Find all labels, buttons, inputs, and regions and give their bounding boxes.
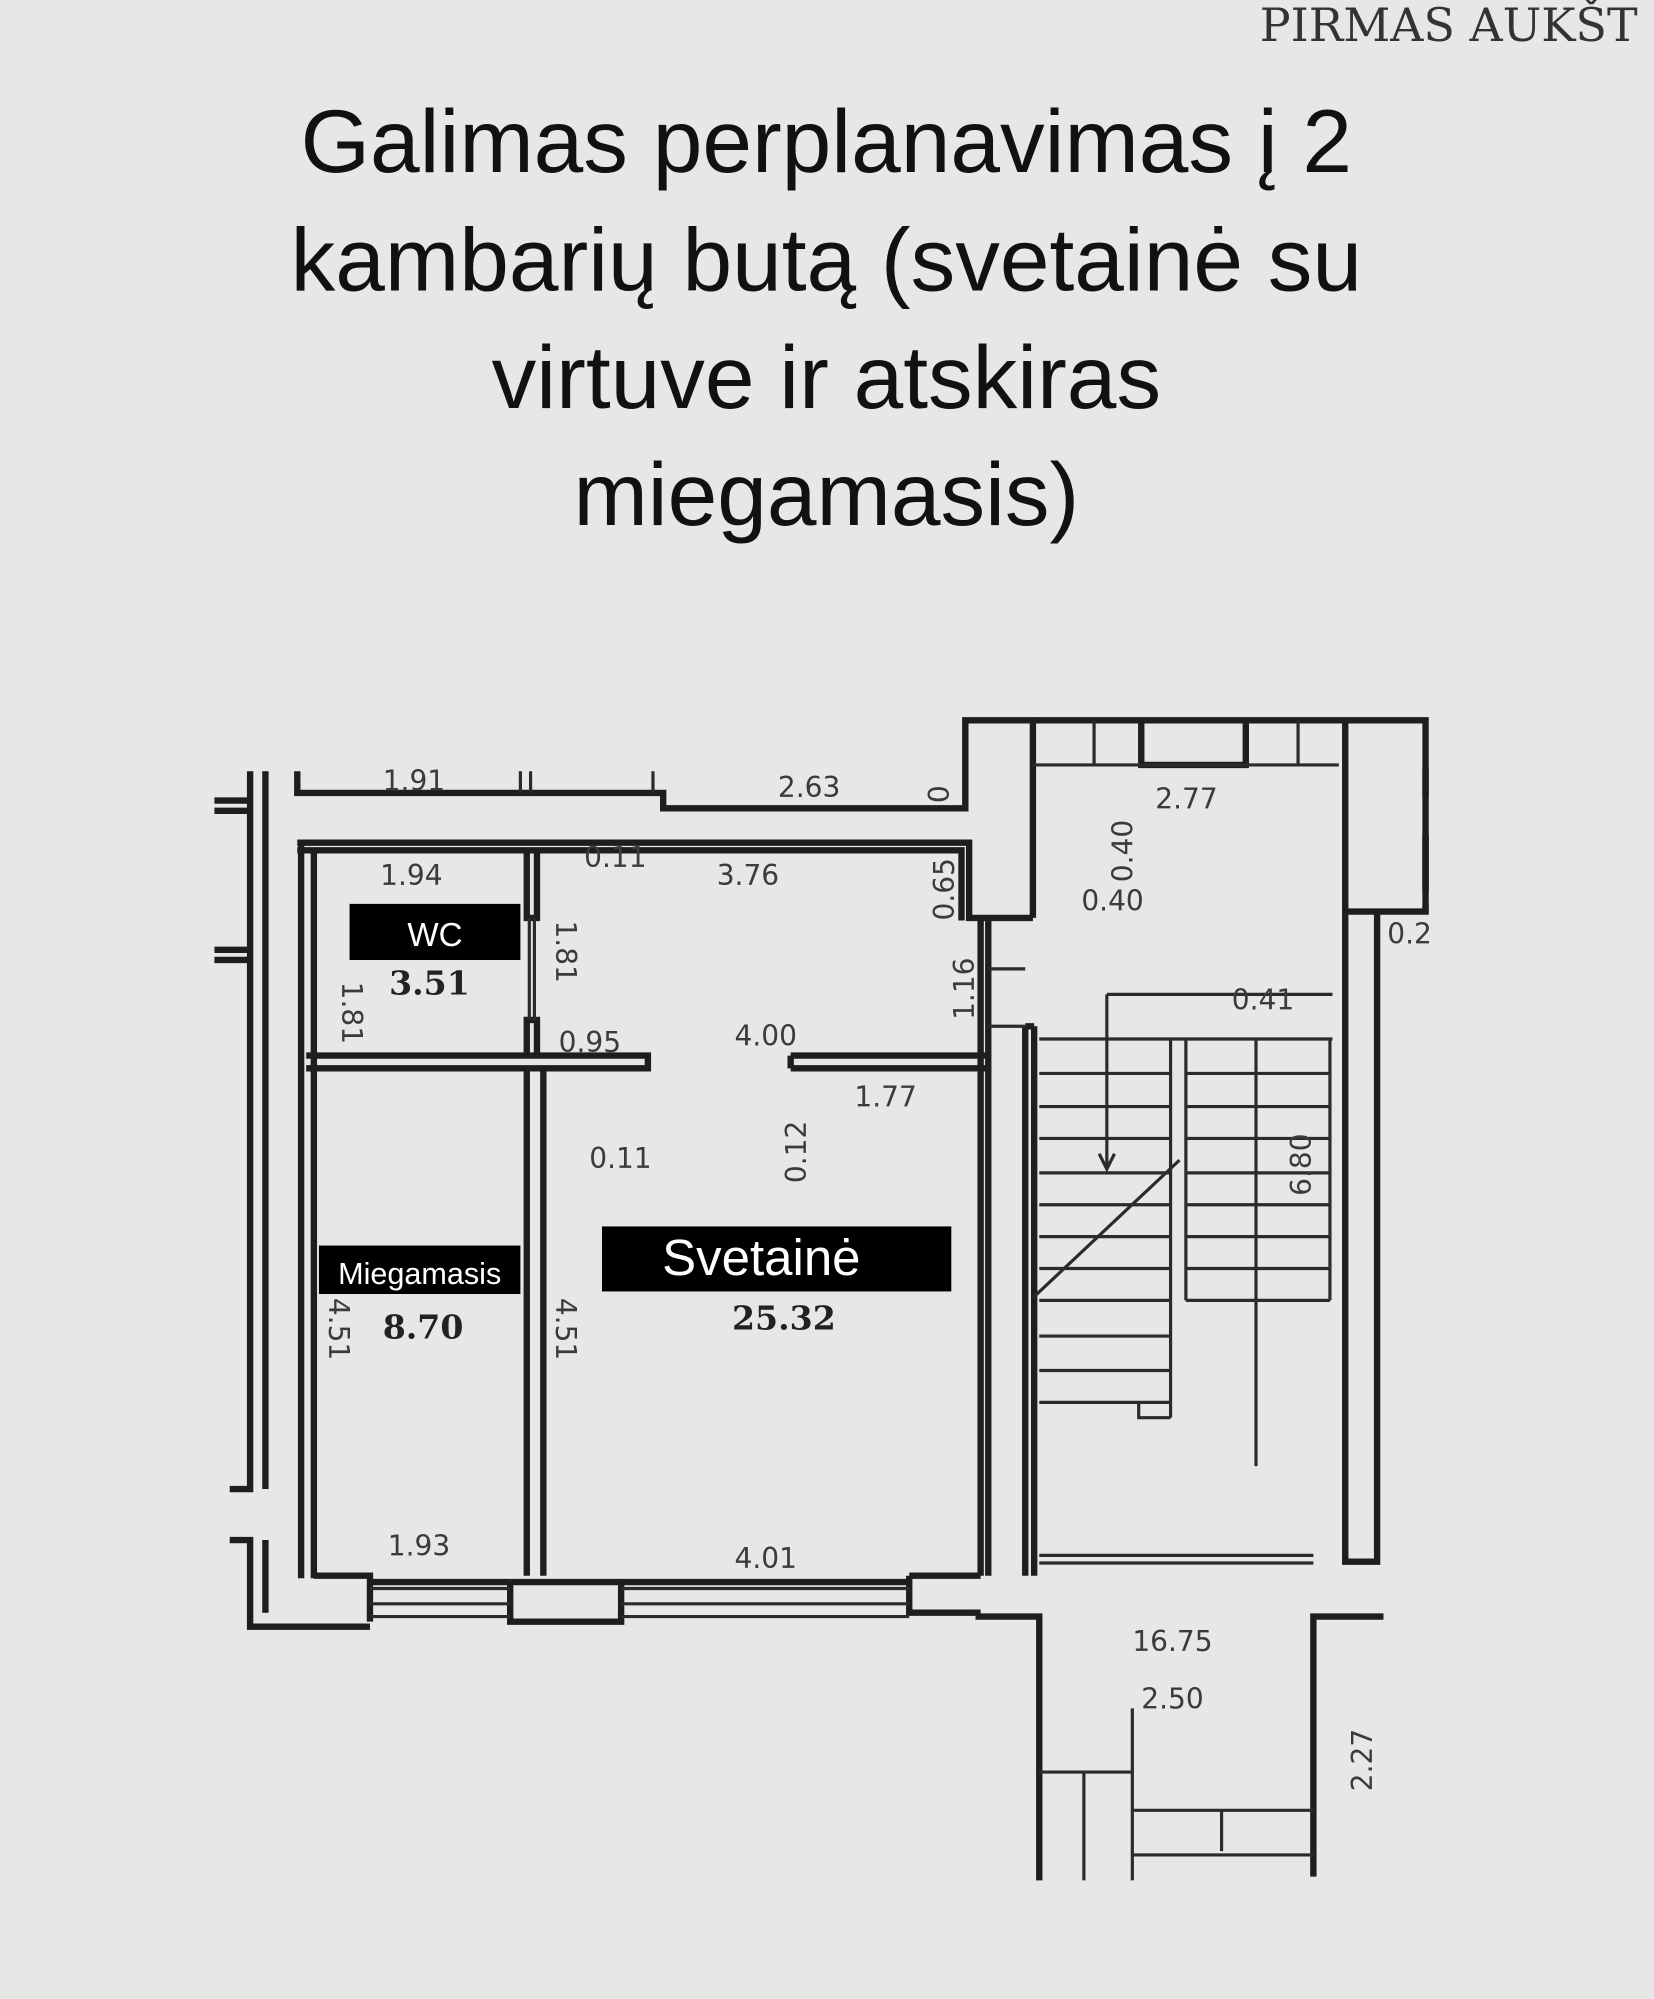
living-label-box — [601, 1226, 952, 1292]
living-label: Svetainė — [662, 1229, 860, 1286]
dim-400: 4.00 — [735, 1019, 797, 1052]
title-line-4: miegamasis) — [573, 444, 1079, 544]
dim-wall-011-mid: 0.11 — [589, 1142, 651, 1175]
dim-stair-040-v: 0.40 — [1106, 820, 1139, 882]
dim-012: 0.12 — [780, 1121, 813, 1183]
title-line-1: Galimas perplanavimas į 2 — [301, 91, 1352, 191]
dim-vest-250: 2.50 — [1141, 1682, 1203, 1715]
walls — [214, 717, 1429, 1881]
dim-stair-041: 0.41 — [1232, 984, 1294, 1017]
room-bedroom: Miegamasis 8.70 — [318, 1245, 521, 1347]
bedroom-area: 8.70 — [383, 1308, 464, 1347]
dim-wall-011-top: 0.11 — [584, 841, 646, 874]
wc-label: WC — [407, 917, 462, 954]
living-area: 25.32 — [732, 1299, 836, 1338]
room-living: Svetainė 25.32 — [601, 1226, 952, 1338]
title-line-2: kambarių butą (svetainė su — [291, 210, 1362, 310]
bedroom-label-box — [318, 1245, 521, 1294]
dim-top-left: 1.91 — [383, 764, 445, 797]
dim-bed-bottom: 1.93 — [388, 1529, 450, 1562]
dim-177: 1.77 — [854, 1081, 916, 1114]
dim-vest-227: 2.27 — [1346, 1729, 1379, 1791]
dim-wc-width: 1.94 — [380, 859, 442, 892]
wc-label-box — [349, 903, 521, 960]
dim-top-zero: 0 — [923, 785, 956, 803]
dim-living-top: 3.76 — [717, 859, 779, 892]
dim-living-height: 4.51 — [549, 1298, 582, 1360]
page-header: PIRMAS AUKŠT — [1260, 0, 1638, 52]
dim-top-mid: 2.63 — [778, 771, 840, 804]
wc-area: 3.51 — [389, 963, 470, 1002]
room-wc: WC 3.51 — [349, 903, 521, 1002]
dim-stair-02: 0.2 — [1387, 917, 1432, 950]
dim-wc-height-left: 1.81 — [335, 982, 368, 1044]
dim-stair-040-h: 0.40 — [1081, 884, 1143, 917]
dimensions: 1.91 2.63 0 1.94 0.11 3.76 0.65 1.81 1.8… — [322, 764, 1432, 1791]
dim-wc-height-right: 1.81 — [549, 920, 582, 982]
dim-stair-277: 2.77 — [1155, 782, 1217, 815]
dim-116: 1.16 — [948, 957, 981, 1019]
dim-bed-height: 4.51 — [322, 1298, 355, 1360]
vestibule-area: 16.75 — [1132, 1625, 1212, 1658]
dim-065: 0.65 — [928, 858, 961, 920]
title-line-3: virtuve ir atskiras — [492, 327, 1161, 427]
dim-living-bottom: 4.01 — [735, 1542, 797, 1575]
dim-stair-680: 6.80 — [1285, 1133, 1318, 1195]
dim-095: 0.95 — [559, 1026, 621, 1059]
bedroom-label: Miegamasis — [338, 1257, 501, 1291]
